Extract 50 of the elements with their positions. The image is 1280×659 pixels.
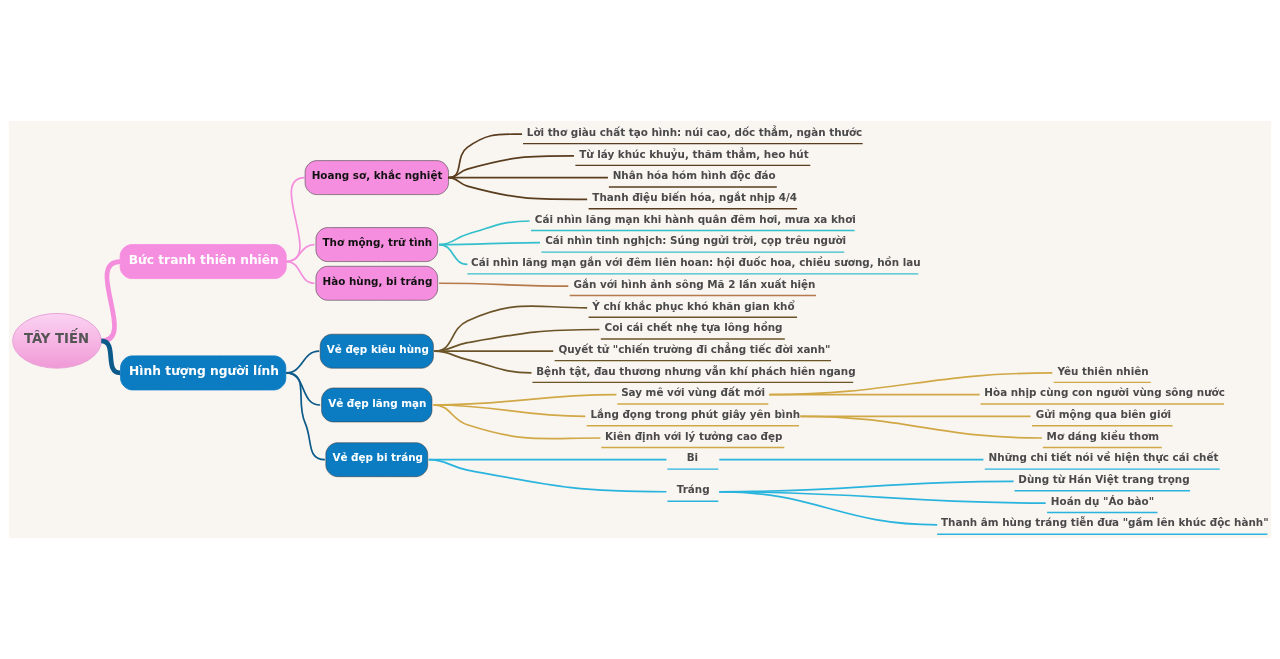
node-text: Cái nhìn tinh nghịch: Súng ngửi trời, cọp trêu người <box>545 234 847 247</box>
connector <box>447 176 588 201</box>
node-text: Dùng từ Hán Việt trang trọng <box>1018 473 1190 486</box>
node-text: Bệnh tật, đau thương nhưng vẫn khí phách hiên ngang <box>536 364 856 377</box>
node-text: Cái nhìn lãng mạn khi hành quân đêm hơi, mưa xa khơi <box>534 212 856 225</box>
node-text: Gắn với hình ảnh sông Mã 2 lần xuất hiện <box>573 277 816 290</box>
connector <box>285 372 326 461</box>
connector <box>768 372 1054 396</box>
connector <box>433 350 533 374</box>
node-box: Hào hùng, bi tráng <box>315 266 438 301</box>
node-box: Hình tượng người lính <box>120 355 287 391</box>
node-text: Nhân hóa hóm hình độc đáo <box>612 169 776 182</box>
node-text: Mơ dáng kiều thơm <box>1046 429 1160 442</box>
node-text: Lời thơ giàu chất tạo hình: núi cao, dốc thẳm, ngàn thước <box>526 125 863 138</box>
node-box: Thơ mộng, trữ tình <box>315 227 438 262</box>
node-text: Gửi mộng qua biên giới <box>1035 407 1172 420</box>
connector <box>427 458 668 493</box>
node-text: Say mê với vùng đất mới <box>621 386 766 399</box>
connector <box>799 415 1043 439</box>
node-text: Lắng đọng trong phút giây yên bình <box>590 407 801 420</box>
node-text: Hoán dụ "Áo bào" <box>1050 494 1155 507</box>
node-text: Ý chí khắc phục khó khăn gian khổ <box>592 299 795 312</box>
connector <box>438 282 570 287</box>
connector <box>285 243 316 263</box>
connector <box>285 260 316 285</box>
node-text: Quyết tử "chiến trường đi chẳng tiếc đời xanh" <box>558 342 831 355</box>
node-text: Bi <box>686 451 699 464</box>
connector <box>100 338 121 376</box>
node-text: Những chi tiết nói về hiện thực cái chết <box>988 451 1219 464</box>
node-text: Kiên định với lý tưởng cao đẹp <box>605 429 783 442</box>
node-text: Cái nhìn lãng mạn gắn với đêm liên hoan: hội đuốc hoa, chiều sương, hồn lau <box>471 256 921 269</box>
connector <box>432 404 602 440</box>
connector <box>718 458 985 461</box>
node-box: Vẻ đẹp kiêu hùng <box>319 333 434 369</box>
node-text: Tráng <box>676 483 710 496</box>
node-text: Thanh điệu biến hóa, ngắt nhịp 4/4 <box>592 191 797 203</box>
node-text: Hòa nhịp cùng con người vùng sông nước <box>984 386 1225 399</box>
node-text: Coi cái chết nhẹ tựa lông hồng <box>604 321 783 334</box>
node-box: Vẻ đẹp bi tráng <box>325 442 428 477</box>
node-box: Vẻ đẹp lãng mạn <box>321 387 433 423</box>
node-ellipse: TÂY TIẾN <box>12 313 102 369</box>
node-box: Bức tranh thiên nhiên <box>119 244 287 280</box>
connector <box>100 259 121 344</box>
node-text: Thanh âm hùng tráng tiễn đưa "gầm lên khúc độc hành" <box>940 516 1269 529</box>
connector <box>768 393 981 396</box>
connector <box>438 243 469 266</box>
node-box: Hoang sơ, khắc nghiệt <box>304 160 449 195</box>
connector <box>718 490 939 526</box>
node-text: Yêu thiên nhiên <box>1057 364 1149 377</box>
node-text: Từ láy khúc khuỷu, thăm thẳm, heo hút <box>579 147 809 160</box>
